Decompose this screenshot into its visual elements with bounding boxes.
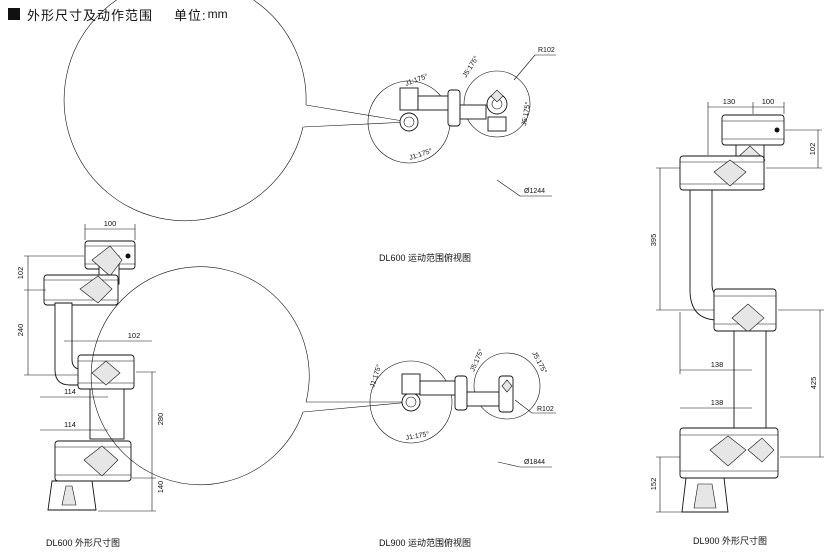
- dl600-top-joint-axis-dot: [125, 253, 131, 259]
- dl900-range-caption: DL900 运动范围俯视图: [379, 538, 472, 548]
- dl600-range-caption: DL600 运动范围俯视图: [379, 253, 472, 263]
- dl600-j1-top-label: J1:175°: [404, 72, 429, 88]
- dl600-dim-240: 240: [16, 324, 25, 337]
- bullet-square-icon: [8, 8, 20, 20]
- dl600-j5-side-label: J5:175°: [520, 101, 532, 126]
- dl900-j1-range-circle: [369, 360, 453, 444]
- dl600-dim-100: 100: [104, 219, 117, 228]
- dl600-dim-102-link: 102: [128, 331, 141, 340]
- dl900-lower-arm: [733, 330, 767, 432]
- dl900-dim-138-b: 138: [711, 398, 724, 407]
- dl900-dim-425: 425: [809, 377, 818, 390]
- dl900-r102-label: R102: [537, 406, 554, 413]
- dl600-j1-bottom-label: J1:175°: [408, 147, 433, 162]
- dl900-outline-drawing: 130 100 102 395 138 425 138 152: [649, 97, 824, 513]
- dl900-dim-100: 100: [762, 97, 775, 106]
- dl600-dim-102-side: 102: [16, 267, 25, 280]
- dl600-dim-114-a: 114: [64, 387, 76, 396]
- dl600-r102-label: R102: [538, 47, 555, 54]
- dl900-range-drawing: J1:175° J5:175° J5:175° R102 J1:175° Ø18…: [90, 266, 556, 485]
- dl900-j1-top-label: J1:175°: [368, 363, 383, 388]
- dl600-outer-range-arc: [63, 0, 307, 222]
- dl600-diameter-label: Ø1244: [524, 188, 545, 195]
- dl900-dim-152: 152: [649, 478, 658, 491]
- dl900-outline-caption: DL900 外形尺寸图: [693, 536, 768, 546]
- dl900-dim-395: 395: [649, 234, 658, 247]
- dl600-lower-arm: [89, 388, 125, 440]
- page-header: 外形尺寸及动作范围 单位: mm: [8, 4, 228, 24]
- dl900-j5-range-circle: [473, 352, 541, 420]
- section-title: 外形尺寸及动作范围: [27, 7, 154, 23]
- dl600-j5-top-label: J5:175°: [461, 54, 481, 79]
- dl600-outline-caption: DL600 外形尺寸图: [46, 538, 121, 548]
- dl600-outline-drawing: 100 102 240 102 114 280 114 140: [16, 219, 165, 512]
- dl900-outer-range-arc: [90, 266, 310, 485]
- dl900-dim-102: 102: [808, 143, 817, 156]
- unit-value: mm: [207, 7, 228, 21]
- dl900-dim-130: 130: [723, 97, 736, 106]
- dl900-j5-a-label: J5:175°: [469, 348, 486, 373]
- dl600-range-drawing: R102 J1:175° J5:175° J5:175° J1:175° Ø12…: [63, 0, 556, 222]
- dl900-j5-b-label: J5:175°: [530, 350, 548, 375]
- dl600-dim-140: 140: [156, 481, 165, 494]
- unit-label: 单位:: [174, 7, 207, 23]
- dl600-top-link: [399, 87, 419, 111]
- dl900-diameter-label: Ø1844: [524, 459, 545, 466]
- dl900-dim-138-a: 138: [711, 360, 724, 369]
- dl600-j5-range-circle: [463, 70, 531, 138]
- dl600-dim-114-b: 114: [64, 420, 76, 429]
- dl600-dim-280: 280: [156, 413, 165, 426]
